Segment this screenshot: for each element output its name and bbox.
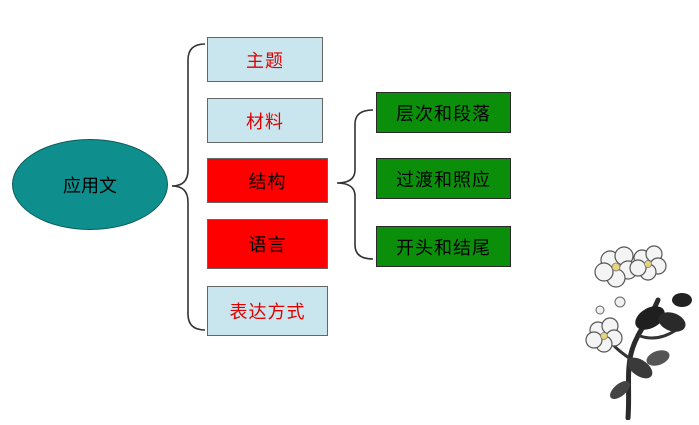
main-brace xyxy=(171,43,206,331)
ink-plum-blossom-icon xyxy=(585,245,692,420)
node-opening-ending: 开头和结尾 xyxy=(376,226,511,267)
node-label: 结构 xyxy=(248,171,287,193)
node-label: 开头和结尾 xyxy=(396,237,491,259)
root-node: 应用文 xyxy=(12,139,168,230)
sub-brace xyxy=(336,109,374,260)
node-label: 语言 xyxy=(248,235,287,256)
node-label: 过渡和照应 xyxy=(396,169,491,191)
root-label: 应用文 xyxy=(63,175,117,197)
node-label: 主题 xyxy=(246,50,284,72)
node-material: 材料 xyxy=(207,98,323,143)
node-structure: 结构 xyxy=(207,158,328,203)
node-label: 层次和段落 xyxy=(396,103,491,125)
node-label: 材料 xyxy=(246,111,284,133)
node-theme: 主题 xyxy=(207,37,323,82)
node-transition-echo: 过渡和照应 xyxy=(376,158,511,199)
node-language: 语言 xyxy=(207,219,328,269)
node-levels-paragraphs: 层次和段落 xyxy=(376,92,511,133)
node-label: 表达方式 xyxy=(229,302,306,323)
node-expression: 表达方式 xyxy=(207,286,328,336)
